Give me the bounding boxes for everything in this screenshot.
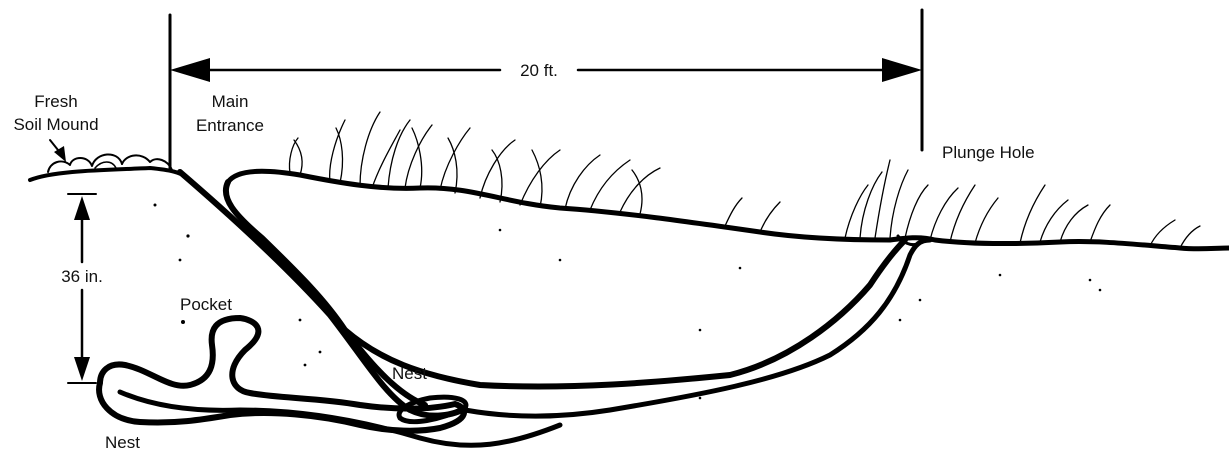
main-entrance-label-line2: Entrance <box>196 116 264 135</box>
arrowhead-left <box>170 58 210 82</box>
span-distance-label: 20 ft. <box>520 61 558 80</box>
arrowhead-up <box>74 196 90 220</box>
depth-label: 36 in. <box>61 267 103 286</box>
plunge-tunnel-upper <box>345 240 905 387</box>
soil-mound-pointer <box>50 140 66 162</box>
fresh-soil-mound-label-line1: Fresh <box>34 92 77 111</box>
plunge-hole-label: Plunge Hole <box>942 143 1035 162</box>
left-nest-label: Nest <box>105 433 140 452</box>
main-entrance-label-line1: Main <box>212 92 249 111</box>
ground-surface <box>228 171 1229 249</box>
soil-speckles <box>154 204 1102 400</box>
mound-surface <box>30 168 188 180</box>
plunge-tunnel-lower <box>465 240 930 416</box>
width-dimension: 20 ft. <box>170 10 922 168</box>
pocket-label: Pocket <box>180 295 232 314</box>
arrowhead-right <box>882 58 922 82</box>
center-nest-label: Nest <box>392 364 427 383</box>
depth-dimension: 36 in. <box>61 194 103 383</box>
arrowhead-down <box>74 357 90 381</box>
fresh-soil-mound-label-line2: Soil Mound <box>13 115 98 134</box>
